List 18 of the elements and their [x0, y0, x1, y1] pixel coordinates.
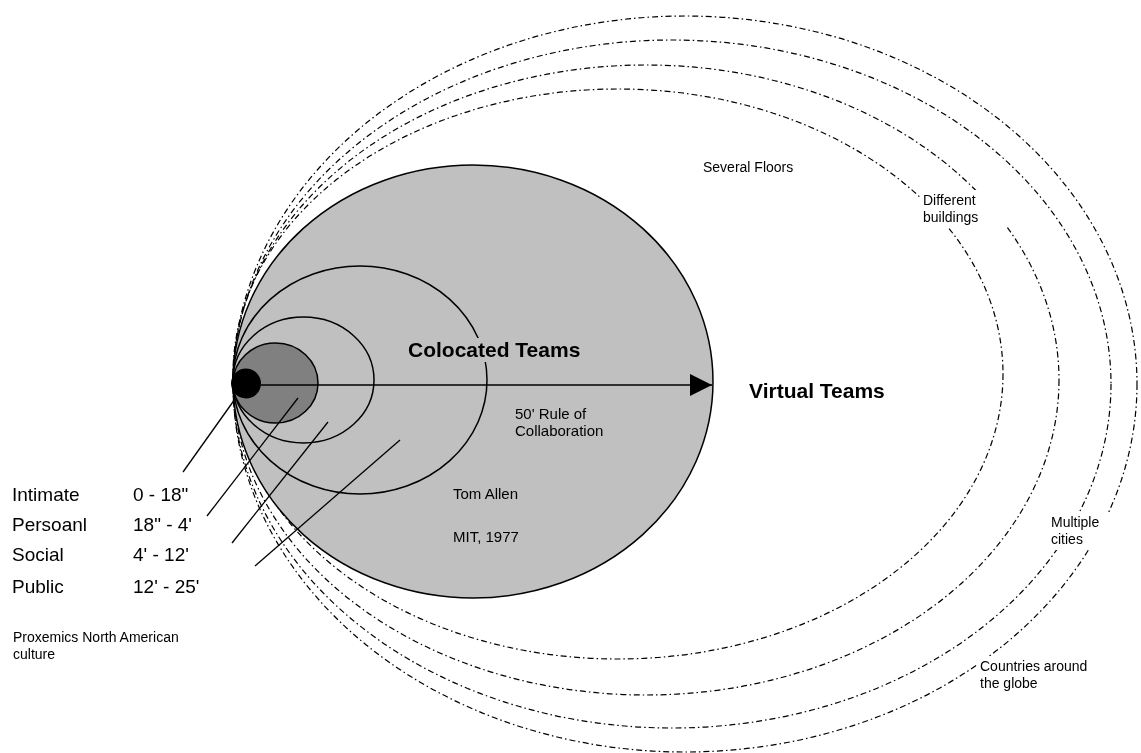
arrow [260, 374, 713, 396]
zone-note: Tom Allen [453, 485, 519, 503]
distance-range: 18" - 4' [133, 514, 192, 536]
leader-line [254, 439, 401, 567]
zone-note: 50' Rule of Collaboration [515, 405, 605, 440]
zone-title: Colocated Teams [408, 338, 581, 363]
zone-name: Persoanl [12, 514, 87, 536]
building-label: Different buildings [920, 190, 1006, 228]
zone-name: Public [12, 576, 64, 598]
distance-range: 12' - 25' [133, 576, 200, 598]
leader-line [182, 398, 236, 473]
zone-name: Intimate [12, 484, 80, 506]
leader-line [206, 397, 299, 517]
distance-range: 0 - 18" [133, 484, 189, 506]
distance-range: 4' - 12' [133, 544, 189, 566]
zone-name: Social [12, 544, 64, 566]
leader-line [231, 421, 329, 544]
zone-note: MIT, 1977 [453, 528, 519, 546]
